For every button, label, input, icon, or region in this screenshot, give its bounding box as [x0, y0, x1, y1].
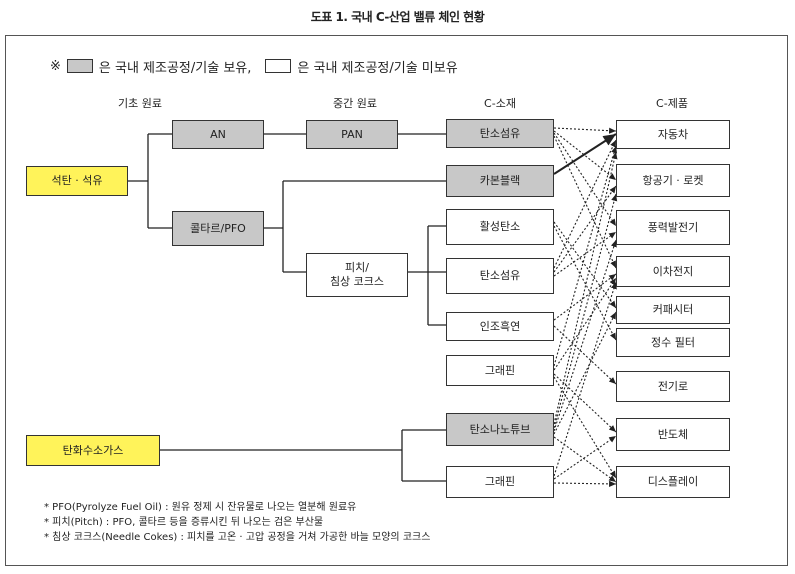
node-carbon-fiber-1: 탄소섬유 — [446, 119, 554, 148]
node-electric-furnace: 전기로 — [616, 371, 730, 402]
node-carbon-fiber-2: 탄소섬유 — [446, 258, 554, 294]
node-capacitor: 커패시터 — [616, 296, 730, 324]
footnote-pfo: * PFO(Pyrolyze Fuel Oil) : 원유 정제 시 잔유물로 … — [44, 502, 357, 513]
node-graphene-1: 그래핀 — [446, 355, 554, 386]
node-coal-tar-pfo: 콜타르/PFO — [172, 211, 264, 246]
footnote-needle-coke: * 침상 코크스(Needle Cokes) : 피치를 고온 · 고압 공정을… — [44, 532, 431, 543]
column-header-basic: 기초 원료 — [118, 97, 162, 110]
node-wind-turbine: 풍력발전기 — [616, 210, 730, 245]
node-graphene-2: 그래핀 — [446, 466, 554, 498]
column-header-product: C-제품 — [656, 97, 688, 110]
legend-symbol: ※ — [50, 58, 61, 74]
legend-owned-swatch — [66, 59, 93, 73]
node-pitch-line1: 피치/ — [345, 261, 369, 274]
node-aerospace: 항공기 · 로켓 — [616, 164, 730, 197]
diagram-title: 도표 1. 국내 C-산업 밸류 체인 현황 — [310, 10, 485, 24]
node-pitch-line2: 침상 코크스 — [329, 275, 385, 288]
node-carbon-black: 카본블랙 — [446, 165, 554, 197]
node-pitch-needle-coke: 피치/ 침상 코크스 — [306, 253, 408, 297]
column-header-material: C-소재 — [484, 97, 516, 110]
node-coal-oil: 석탄 · 석유 — [26, 166, 128, 196]
node-artificial-graphite: 인조흑연 — [446, 312, 554, 341]
legend-owned-label: 은 국내 제조공정/기술 보유, — [98, 60, 252, 76]
legend: ※ 은 국내 제조공정/기술 보유, 은 국내 제조공정/기술 미보유 — [50, 57, 458, 76]
node-carbon-nanotube: 탄소나노튜브 — [446, 413, 554, 446]
legend-not-owned-label: 은 국내 제조공정/기술 미보유 — [297, 60, 458, 76]
node-display: 디스플레이 — [616, 466, 730, 498]
legend-not-owned-swatch — [265, 59, 292, 73]
column-header-intermediate: 중간 원료 — [333, 97, 377, 110]
node-pan: PAN — [306, 120, 398, 149]
node-activated-carbon: 활성탄소 — [446, 209, 554, 245]
footnotes: * PFO(Pyrolyze Fuel Oil) : 원유 정제 시 잔유물로 … — [44, 500, 430, 545]
node-hydrocarbon-gas: 탄화수소가스 — [26, 435, 160, 466]
node-car: 자동차 — [616, 120, 730, 149]
diagram-frame — [5, 35, 788, 566]
footnote-pitch: * 피치(Pitch) : PFO, 콜타르 등을 증류시킨 뒤 나오는 검은 … — [44, 517, 324, 528]
node-semiconductor: 반도체 — [616, 418, 730, 451]
node-an: AN — [172, 120, 264, 149]
node-water-filter: 정수 필터 — [616, 328, 730, 357]
node-secondary-battery: 이차전지 — [616, 256, 730, 287]
